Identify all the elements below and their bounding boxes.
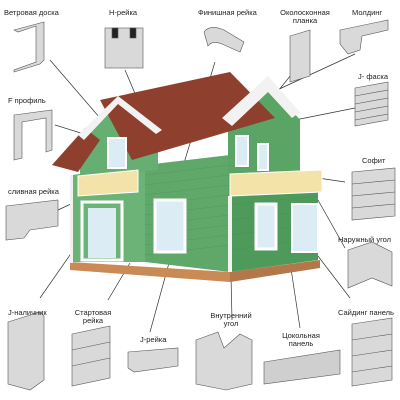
bay-window bbox=[291, 203, 319, 253]
label-tsokol-1: Цокольная bbox=[282, 331, 320, 340]
label-okolo-1: Околосконная bbox=[280, 8, 330, 17]
part-finish bbox=[203, 27, 245, 53]
label-naruzh: Наружный угол bbox=[338, 235, 392, 244]
label-vnutr-2: угол bbox=[223, 319, 239, 328]
main-roof bbox=[100, 72, 275, 160]
label-j-reyka: J-рейка bbox=[140, 335, 167, 344]
part-f-profil bbox=[13, 109, 53, 161]
door-glass bbox=[88, 208, 116, 258]
label-vetrovaya: Ветровая доска bbox=[4, 8, 59, 17]
part-j-nalichnik bbox=[7, 311, 45, 391]
balcony-left bbox=[77, 169, 139, 197]
label-okolo-2: планка bbox=[292, 16, 318, 25]
label-sayding: Сайдинг панель bbox=[338, 308, 394, 317]
part-naruzh bbox=[347, 241, 393, 289]
plinth-right bbox=[230, 260, 320, 282]
part-sayding bbox=[351, 317, 393, 387]
part-okolo bbox=[289, 29, 311, 83]
part-h-reyka bbox=[104, 27, 144, 69]
label-tsokol-2: панель bbox=[288, 339, 314, 348]
label-finish: Финишная рейка bbox=[198, 8, 257, 17]
part-j-faska bbox=[354, 81, 389, 127]
part-tsokol bbox=[263, 349, 341, 385]
part-vnutr bbox=[195, 331, 253, 391]
parts bbox=[5, 19, 396, 391]
label-j-faska: J- фаска bbox=[358, 72, 389, 81]
label-sofit: Софит bbox=[362, 156, 386, 165]
part-start bbox=[71, 325, 111, 387]
left-fascia bbox=[78, 96, 162, 140]
label-slivnaya: сливная рейка bbox=[8, 187, 59, 196]
part-vetrovaya bbox=[13, 21, 45, 73]
label-molding: Молдинг bbox=[352, 8, 383, 17]
corner-trim bbox=[228, 196, 232, 272]
roof-left bbox=[52, 128, 100, 172]
part-j-reyka bbox=[127, 347, 179, 373]
window-upper-right bbox=[235, 135, 249, 167]
plinth bbox=[70, 262, 230, 282]
window-upper-left bbox=[107, 137, 127, 169]
label-h-reyka: H-рейка bbox=[109, 8, 138, 17]
house-illustration bbox=[52, 72, 323, 282]
balcony-right bbox=[229, 169, 323, 197]
label-start-1: Стартовая bbox=[74, 308, 112, 317]
label-start-2: рейка bbox=[82, 316, 104, 325]
window-front bbox=[153, 198, 187, 254]
window-right bbox=[254, 202, 278, 251]
part-sofit bbox=[351, 167, 396, 221]
corner-trim-left bbox=[70, 175, 73, 263]
part-slivnaya bbox=[5, 199, 59, 241]
window-upper-right-2 bbox=[257, 143, 269, 171]
part-molding bbox=[339, 19, 389, 55]
label-vnutr-1: Внутренний bbox=[210, 311, 252, 320]
label-f-profil: F профиль bbox=[8, 96, 46, 105]
right-roof bbox=[222, 76, 300, 126]
label-j-nalichnik: J-наличник bbox=[8, 308, 47, 317]
